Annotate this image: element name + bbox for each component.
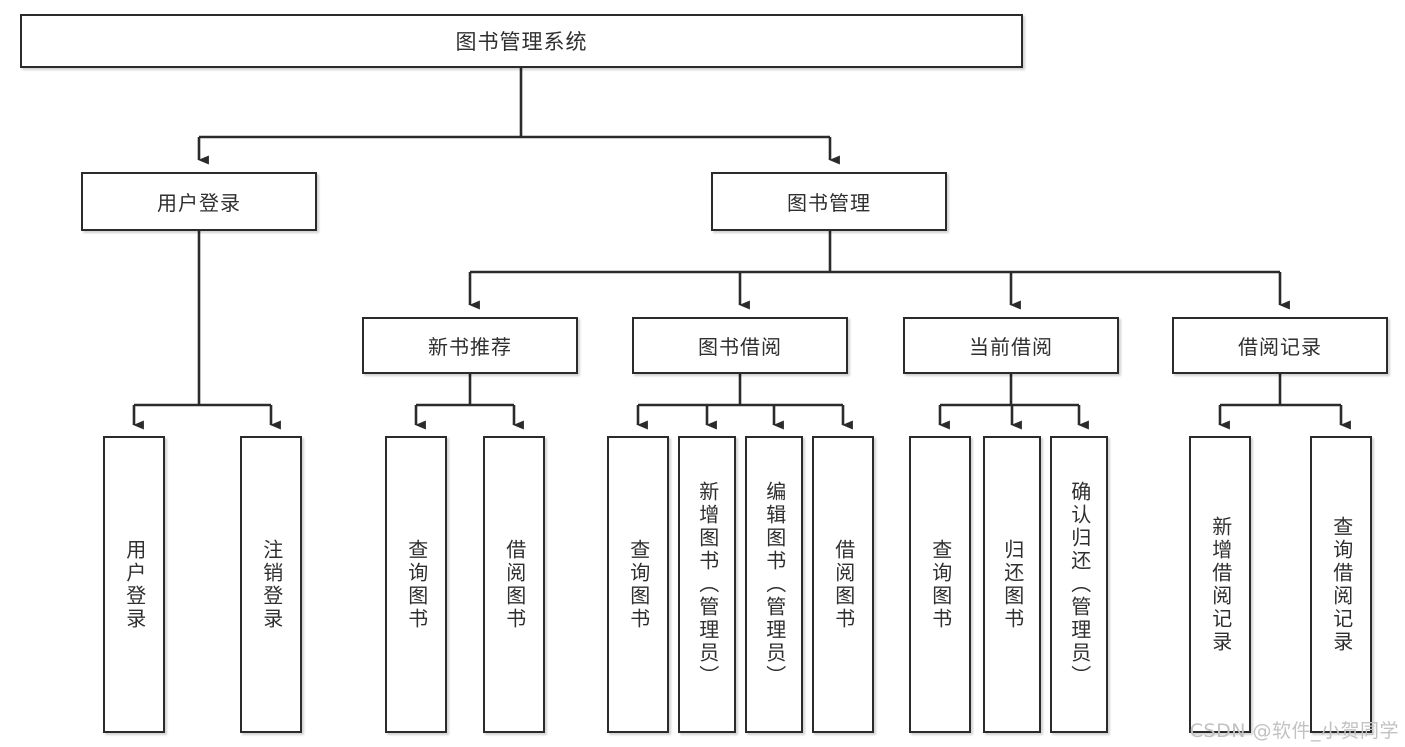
node-leaf-8[interactable]: 查询图书	[909, 436, 971, 733]
node-label: 图书管理系统	[455, 30, 588, 54]
node-leaf-1[interactable]: 注销登录	[240, 436, 302, 733]
node-leaf-5[interactable]: 新增图书（管理员）	[678, 436, 736, 733]
node-leaf-7[interactable]: 借阅图书	[812, 436, 874, 733]
leaf-label: 查询图书	[404, 538, 429, 631]
leaf-label: 确认归还（管理员）	[1067, 481, 1092, 688]
leaf-label: 新增图书（管理员）	[695, 481, 720, 688]
node-level2-0[interactable]: 用户登录	[81, 172, 317, 231]
node-label: 用户登录	[157, 191, 241, 215]
node-leaf-2[interactable]: 查询图书	[385, 436, 447, 733]
leaf-label: 归还图书	[1000, 538, 1025, 631]
leaf-label: 注销登录	[259, 538, 284, 631]
node-level3-0[interactable]: 新书推荐	[362, 317, 578, 374]
leaf-label: 新增借阅记录	[1208, 515, 1233, 654]
node-leaf-0[interactable]: 用户登录	[103, 436, 165, 733]
node-level3-1[interactable]: 图书借阅	[632, 317, 848, 374]
node-leaf-4[interactable]: 查询图书	[607, 436, 669, 733]
node-leaf-9[interactable]: 归还图书	[983, 436, 1041, 733]
node-leaf-11[interactable]: 新增借阅记录	[1189, 436, 1251, 733]
node-label: 图书管理	[787, 191, 871, 215]
node-label: 当前借阅	[969, 335, 1053, 359]
watermark-text: CSDN @软件_小贺同学	[1189, 720, 1399, 742]
node-leaf-12[interactable]: 查询借阅记录	[1310, 436, 1372, 733]
leaf-label: 用户登录	[122, 538, 147, 631]
node-label: 借阅记录	[1238, 335, 1322, 359]
leaf-label: 编辑图书（管理员）	[762, 481, 787, 688]
leaf-label: 借阅图书	[502, 538, 527, 631]
node-label: 新书推荐	[428, 335, 512, 359]
leaf-label: 查询图书	[928, 538, 953, 631]
node-leaf-6[interactable]: 编辑图书（管理员）	[745, 436, 803, 733]
node-root-图书管理系统[interactable]: 图书管理系统	[20, 14, 1023, 68]
leaf-label: 查询借阅记录	[1329, 515, 1354, 654]
leaf-label: 查询图书	[626, 538, 651, 631]
node-leaf-10[interactable]: 确认归还（管理员）	[1050, 436, 1108, 733]
node-leaf-3[interactable]: 借阅图书	[483, 436, 545, 733]
leaf-label: 借阅图书	[831, 538, 856, 631]
node-level3-2[interactable]: 当前借阅	[903, 317, 1119, 374]
node-level2-1[interactable]: 图书管理	[711, 172, 947, 231]
node-level3-3[interactable]: 借阅记录	[1172, 317, 1388, 374]
node-label: 图书借阅	[698, 335, 782, 359]
